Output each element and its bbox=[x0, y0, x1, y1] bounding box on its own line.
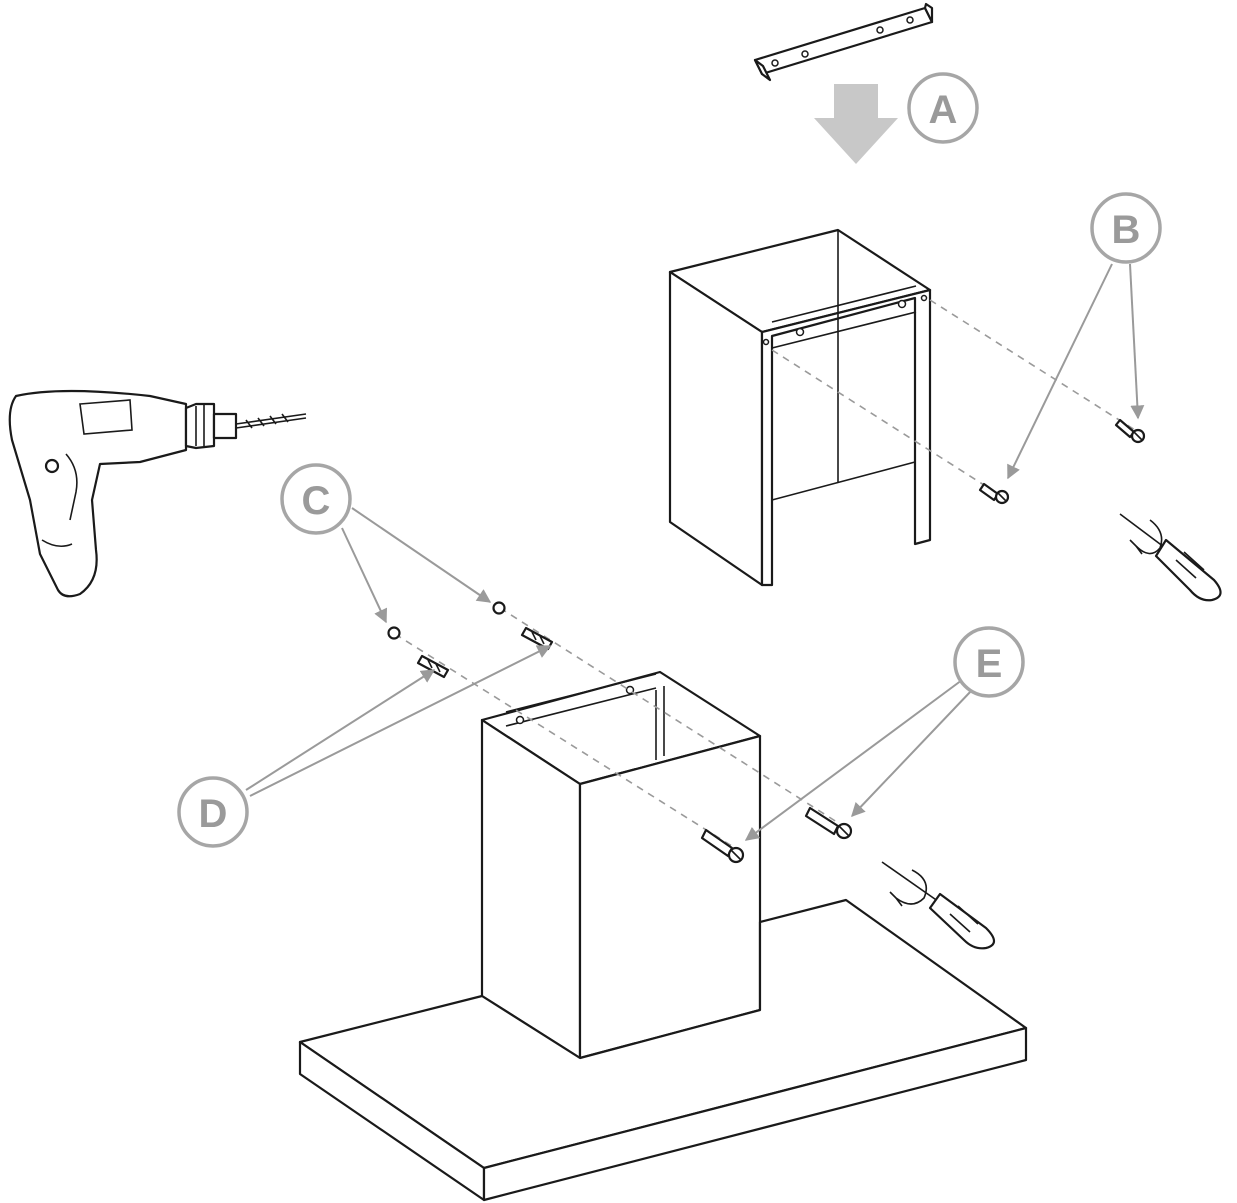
callout-a: A bbox=[907, 72, 979, 144]
bracket-icon bbox=[753, 2, 934, 82]
callout-a-label: A bbox=[929, 88, 958, 132]
callout-c: C bbox=[280, 463, 352, 535]
down-arrow-icon bbox=[814, 84, 898, 164]
callout-d: D bbox=[177, 776, 249, 848]
alignment-lines bbox=[394, 299, 1136, 849]
wall-plug-icon bbox=[416, 654, 450, 679]
callout-d-label: D bbox=[199, 792, 228, 836]
screw-icon bbox=[978, 482, 1010, 505]
lower-chimney bbox=[480, 670, 762, 1060]
drill-icon bbox=[8, 389, 307, 598]
callout-e: E bbox=[953, 626, 1025, 698]
upper-chimney bbox=[668, 228, 932, 587]
screw-icon bbox=[1114, 418, 1146, 444]
drill-hole-marker bbox=[492, 601, 506, 615]
hood-canopy bbox=[298, 898, 1028, 1202]
screwdriver-icon bbox=[881, 861, 996, 950]
drill-hole-marker bbox=[387, 626, 401, 640]
screw-icon bbox=[700, 828, 745, 864]
callout-b-label: B bbox=[1112, 208, 1141, 252]
screw-icon bbox=[804, 806, 853, 840]
callout-e-label: E bbox=[976, 642, 1003, 686]
callout-b: B bbox=[1090, 192, 1162, 264]
leader-arrows bbox=[245, 263, 1145, 841]
callout-c-label: C bbox=[302, 479, 331, 523]
screwdriver-icon bbox=[1119, 513, 1222, 602]
